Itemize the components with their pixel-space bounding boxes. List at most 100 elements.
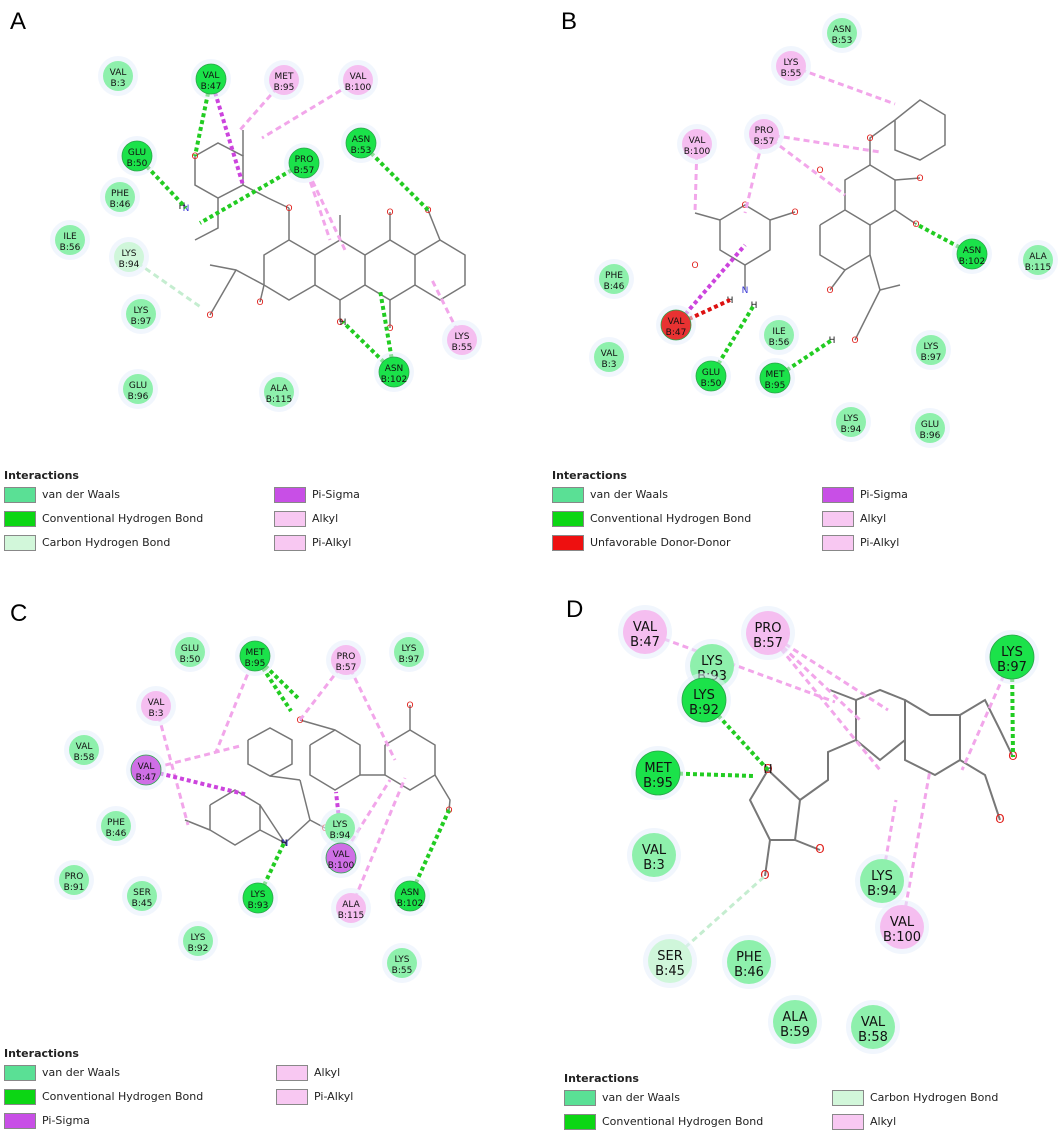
- atom-o-d-35: O: [995, 812, 1004, 826]
- residue-name: MET: [246, 648, 265, 658]
- residue-id: B:97: [921, 353, 942, 363]
- legend-label: Alkyl: [312, 512, 339, 525]
- residue-id: B:91: [64, 883, 85, 893]
- interaction-alkyl-b-17: [763, 132, 846, 197]
- residue-id: B:45: [132, 899, 153, 909]
- residue-name: LYS: [401, 644, 416, 654]
- bond-b-5: [869, 99, 946, 165]
- bond-a-0: [194, 142, 244, 199]
- legend-swatch: [276, 1065, 308, 1081]
- interaction-alkyl-d-45: [900, 769, 932, 928]
- interaction-hbond-a-4: [135, 154, 188, 210]
- residue-id: B:102: [397, 899, 423, 909]
- residue-name: PHE: [605, 271, 623, 281]
- bond-d-0: [748, 769, 802, 841]
- residue-disc: [749, 119, 779, 149]
- residue-name: PRO: [755, 126, 774, 136]
- residue-id: B:57: [753, 636, 783, 651]
- residue-id: B:57: [754, 137, 775, 147]
- residue-disc: [746, 611, 790, 655]
- legend-swatch: [274, 535, 306, 551]
- residue-disc: [727, 940, 771, 984]
- residue-name: GLU: [128, 148, 146, 158]
- residue-name: ASN: [963, 246, 982, 256]
- legend-swatch: [4, 1113, 36, 1129]
- bond-c-8: [259, 829, 286, 844]
- panel-letter-b: B: [561, 8, 578, 35]
- residue-id: B:100: [883, 930, 921, 945]
- bond-a-6: [364, 239, 416, 301]
- atom-o-a-8: O: [256, 298, 263, 308]
- residue-name: ASN: [833, 25, 852, 35]
- residue-disc: [127, 881, 157, 911]
- legend-swatch: [552, 511, 584, 527]
- residue-disc: [764, 320, 794, 350]
- residue-id: B:55: [392, 966, 413, 976]
- legend-label: Unfavorable Donor-Donor: [590, 536, 731, 549]
- bond-b-8: [819, 225, 871, 271]
- residue-disc: [345, 127, 377, 159]
- residue-name: MET: [275, 72, 294, 82]
